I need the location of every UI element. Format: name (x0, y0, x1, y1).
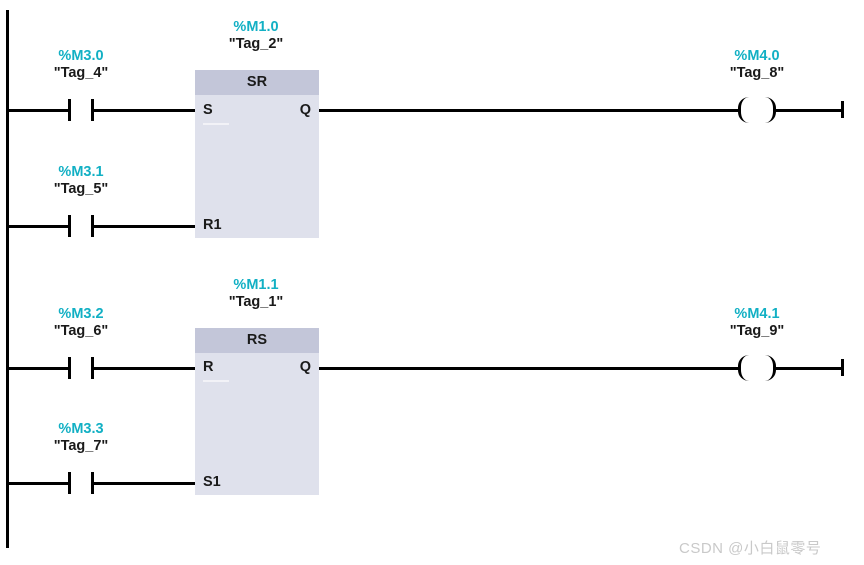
watermark-text: CSDN @小白鼠零号 (679, 540, 822, 557)
contact-tag6-address: %M3.2 (58, 306, 104, 322)
coil-tag9-address: %M4.1 (734, 306, 780, 322)
coil-tag8-label: %M4.0 "Tag_8" (717, 48, 797, 82)
contact-bar-right (91, 472, 94, 494)
rung2-wire-contact-to-r-pin (94, 367, 195, 370)
contact-tag5-symbol: "Tag_5" (53, 181, 109, 198)
contact-bar-left (68, 99, 71, 121)
rung2-wire-rail-to-contact (6, 367, 68, 370)
contact-bar-left (68, 357, 71, 379)
contact-tag6-label: %M3.2 "Tag_6" (41, 306, 121, 340)
rung1-branch-wire-rail-to-contact (6, 225, 68, 228)
rung1-wire-contact-to-s-pin (94, 109, 195, 112)
contact-tag4-symbol: "Tag_4" (53, 65, 109, 82)
sr-pin-s[interactable]: S (203, 102, 213, 118)
rs-block-instance-label: %M1.1 "Tag_1" (216, 277, 296, 311)
sr-pin-r1[interactable]: R1 (203, 217, 222, 233)
coil-tag9-label: %M4.1 "Tag_9" (717, 306, 797, 340)
contact-tag6-symbol: "Tag_6" (53, 323, 109, 340)
sr-pin-q[interactable]: Q (299, 102, 311, 118)
coil-paren-left (738, 97, 749, 123)
sr-block-title: SR (195, 70, 319, 95)
contact-tag4-no[interactable] (68, 99, 94, 121)
sr-block-instance-label: %M1.0 "Tag_2" (216, 19, 296, 53)
contact-tag7-no[interactable] (68, 472, 94, 494)
contact-tag7-symbol: "Tag_7" (53, 438, 109, 455)
contact-tag7-label: %M3.3 "Tag_7" (41, 421, 121, 455)
rs-pin-q[interactable]: Q (299, 359, 311, 375)
rs-block-title: RS (195, 328, 319, 353)
contact-tag5-label: %M3.1 "Tag_5" (41, 164, 121, 198)
coil-paren-left (738, 355, 749, 381)
contact-tag7-address: %M3.3 (58, 421, 104, 437)
contact-tag4-address: %M3.0 (58, 48, 104, 64)
coil-tag8[interactable] (738, 97, 776, 123)
contact-bar-left (68, 472, 71, 494)
rs-pin-r-underline (203, 380, 229, 382)
contact-bar-right (91, 99, 94, 121)
contact-bar-right (91, 215, 94, 237)
sr-pin-s-underline (203, 123, 229, 125)
rung1-wire-rail-to-contact (6, 109, 68, 112)
coil-paren-right (765, 355, 776, 381)
rs-pin-s1[interactable]: S1 (203, 474, 221, 490)
rung1-right-terminator (841, 101, 844, 118)
contact-tag5-address: %M3.1 (58, 164, 104, 180)
coil-paren-right (765, 97, 776, 123)
left-power-rail (6, 10, 9, 548)
rung2-branch-wire-rail-to-contact (6, 482, 68, 485)
rung1-wire-q-to-coil (319, 109, 738, 112)
contact-tag5-no[interactable] (68, 215, 94, 237)
function-block-rs[interactable]: RS R S1 Q (195, 328, 319, 495)
contact-bar-left (68, 215, 71, 237)
coil-tag8-symbol: "Tag_8" (729, 65, 785, 82)
rung2-wire-coil-to-terminator (776, 367, 844, 370)
contact-tag4-label: %M3.0 "Tag_4" (41, 48, 121, 82)
rs-pin-r[interactable]: R (203, 359, 214, 375)
rung2-right-terminator (841, 359, 844, 376)
rung1-branch-wire-contact-to-r1-pin (94, 225, 195, 228)
rs-block-instance-symbol: "Tag_1" (228, 294, 284, 311)
contact-tag6-no[interactable] (68, 357, 94, 379)
rung2-branch-wire-contact-to-s1-pin (94, 482, 195, 485)
contact-bar-right (91, 357, 94, 379)
sr-block-instance-address: %M1.0 (233, 19, 279, 35)
function-block-sr[interactable]: SR S R1 Q (195, 70, 319, 238)
coil-tag9[interactable] (738, 355, 776, 381)
rung1-wire-coil-to-terminator (776, 109, 844, 112)
rs-block-instance-address: %M1.1 (233, 277, 279, 293)
rung2-wire-q-to-coil (319, 367, 738, 370)
coil-tag8-address: %M4.0 (734, 48, 780, 64)
sr-block-instance-symbol: "Tag_2" (228, 36, 284, 53)
coil-tag9-symbol: "Tag_9" (729, 323, 785, 340)
